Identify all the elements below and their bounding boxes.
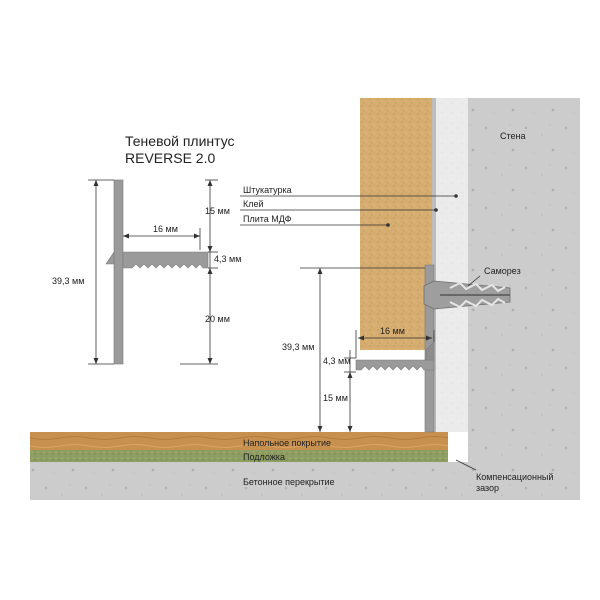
title-line-2: REVERSE 2.0	[125, 150, 216, 166]
left-height-label: 39,3 мм	[52, 276, 84, 286]
screw	[423, 280, 511, 310]
shadow-profile-right	[355, 264, 435, 433]
left-top-gap-label: 15 мм	[205, 206, 230, 216]
left-bottom-gap-label: 20 мм	[205, 314, 230, 324]
right-width-label: 16 мм	[380, 326, 405, 336]
expansion-gap-label-line2: зазор	[476, 483, 499, 493]
underlay-layer	[30, 450, 448, 462]
wall-label: Стена	[500, 131, 526, 141]
title-line-1: Теневой плинтус	[125, 133, 235, 149]
mdf-label: Плита МДФ	[243, 214, 292, 224]
right-lip-label: 4,3 мм	[323, 356, 350, 366]
right-height-label: 39,3 мм	[282, 342, 314, 352]
shadow-profile-left	[105, 179, 209, 365]
screw-label: Саморез	[484, 266, 521, 276]
floor-label: Напольное покрытие	[243, 438, 331, 448]
underlay-label: Подложка	[243, 452, 285, 462]
right-gap-label: 15 мм	[323, 393, 348, 403]
mdf-panel	[360, 98, 432, 350]
concrete-slab	[30, 462, 580, 500]
glue-label: Клей	[243, 199, 264, 209]
plaster-layer	[436, 98, 468, 432]
screw-leader	[467, 275, 481, 287]
left-lip-label: 4,3 мм	[214, 254, 241, 264]
left-width-label: 16 мм	[153, 224, 178, 234]
expansion-gap-label-line1: Компенсационный	[476, 472, 553, 482]
slab-label: Бетонное перекрытие	[243, 477, 335, 487]
plaster-label: Штукатурка	[243, 185, 292, 195]
gap-leader	[455, 459, 477, 471]
floor-covering	[30, 432, 448, 450]
expansion-gap	[448, 432, 468, 462]
